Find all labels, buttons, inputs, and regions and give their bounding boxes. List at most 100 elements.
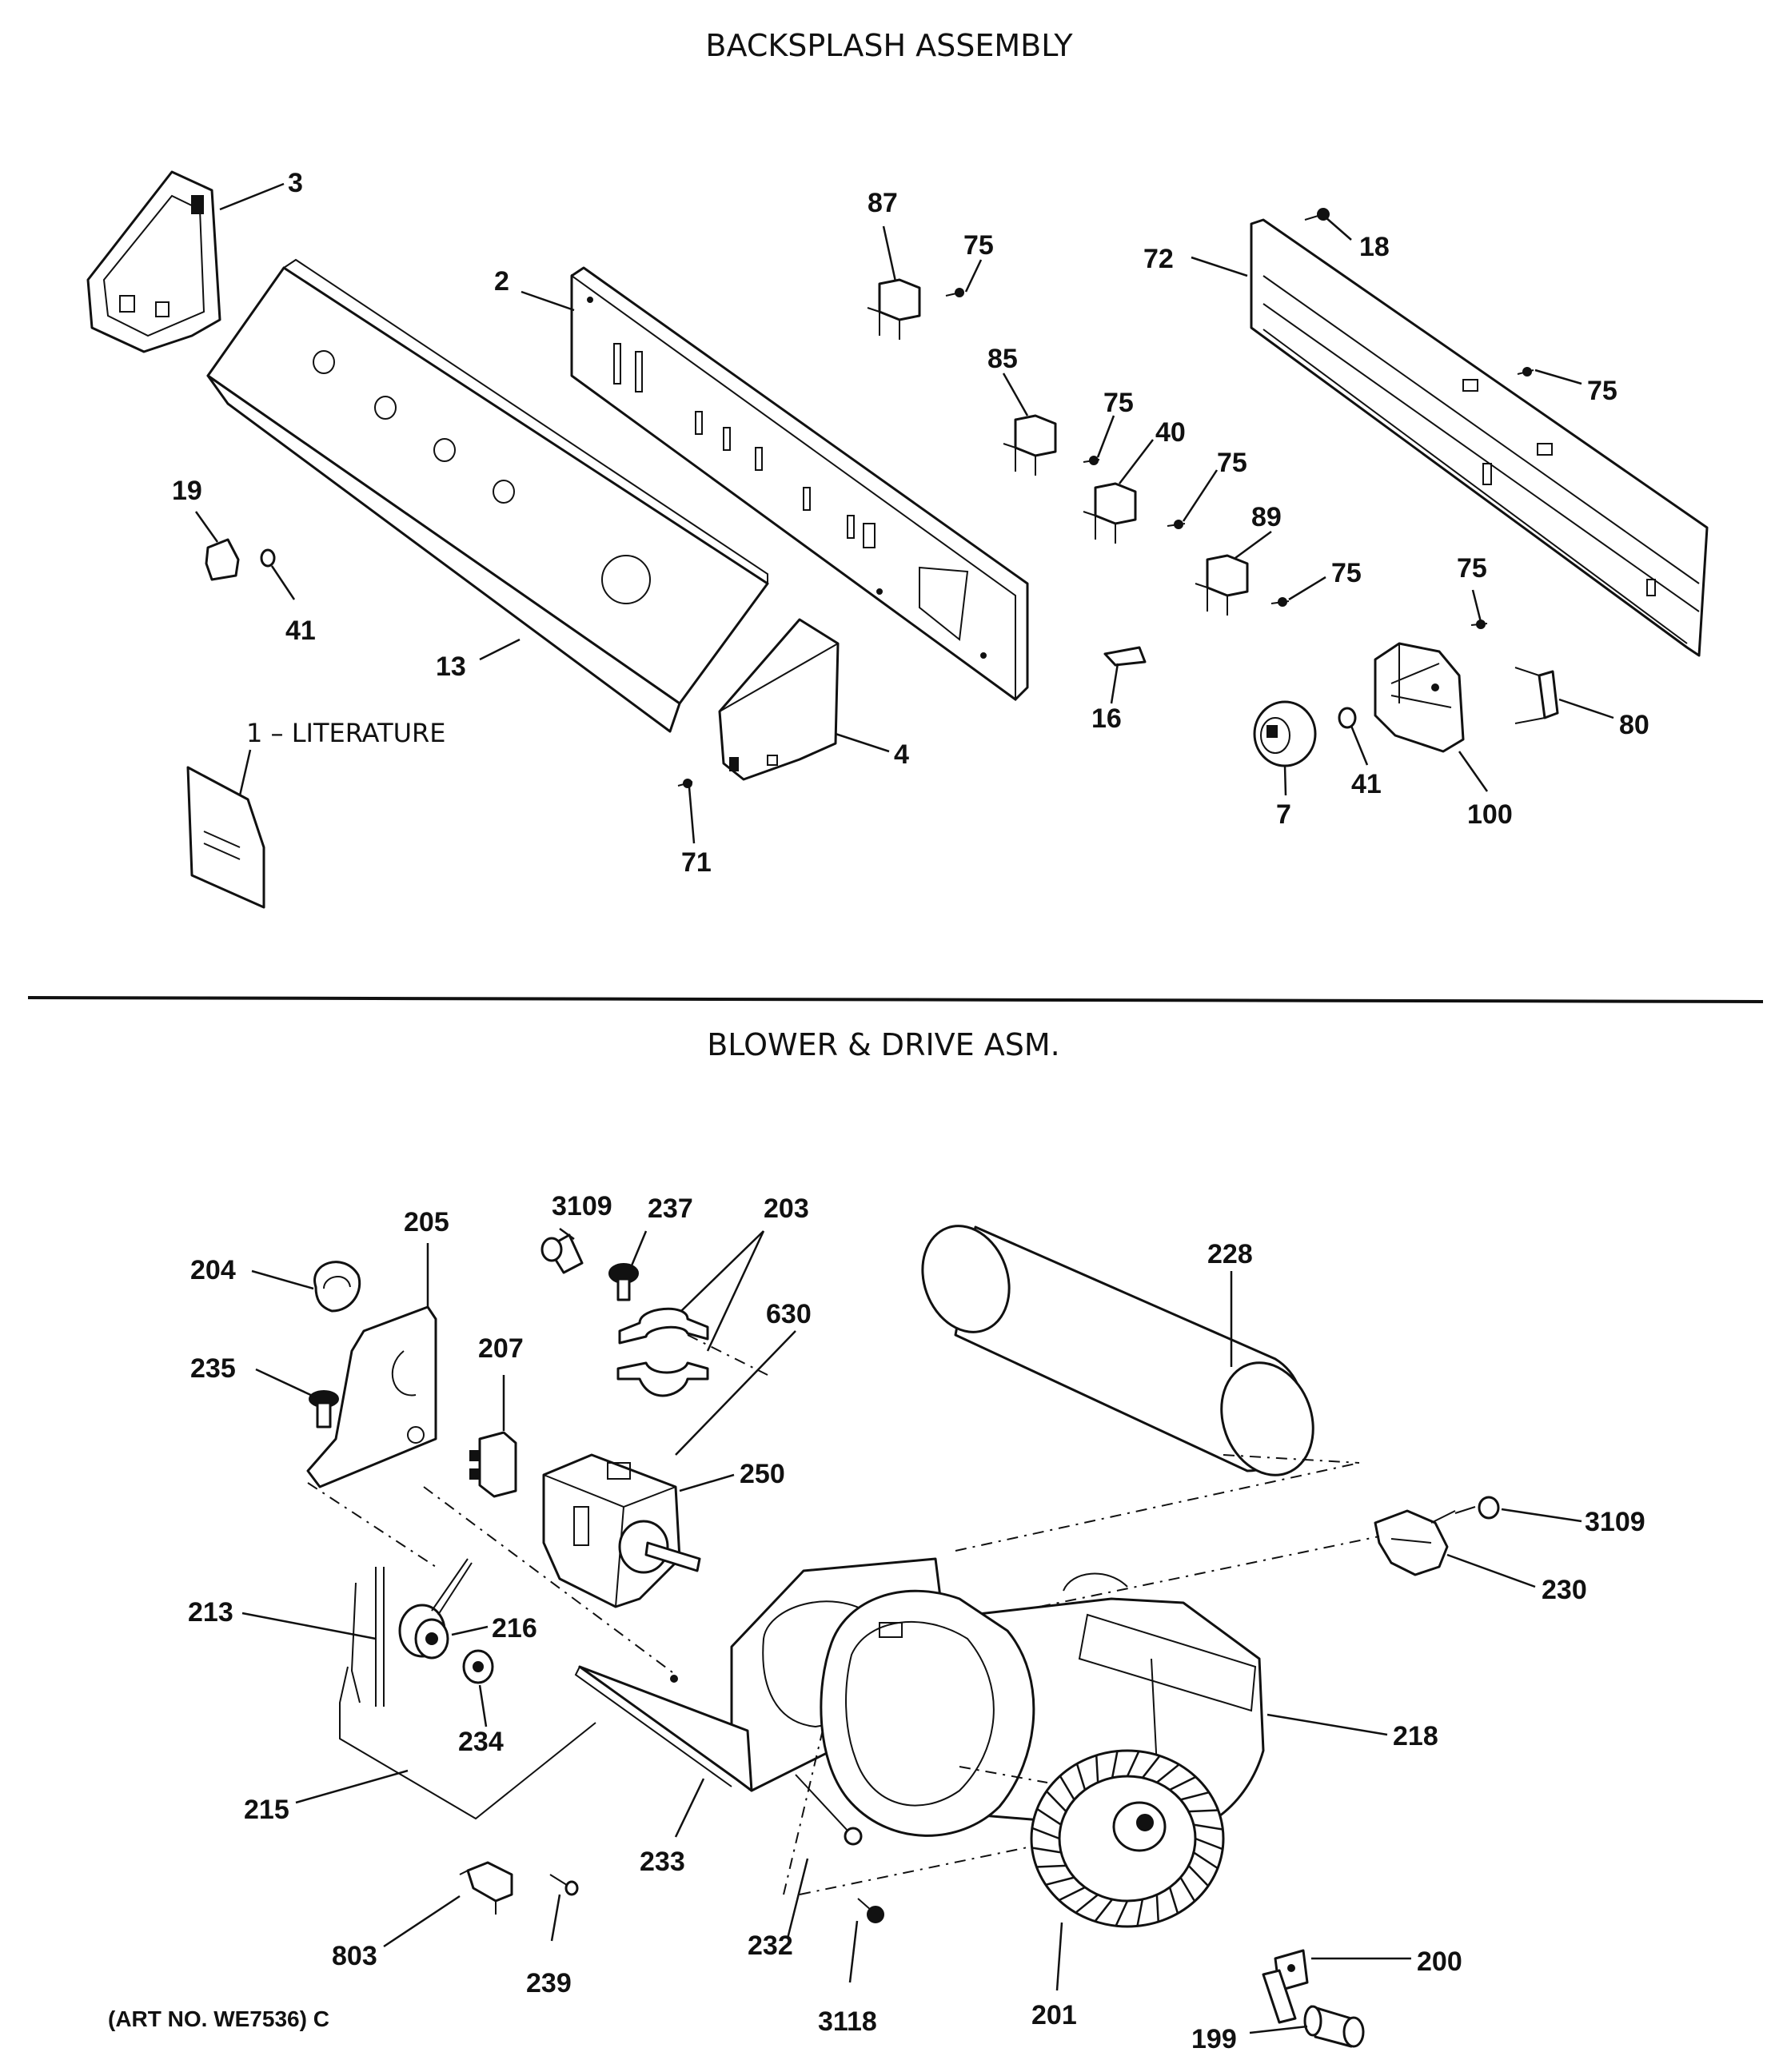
- part-237-screw: [608, 1263, 639, 1301]
- art-number: (ART NO. WE7536) C: [108, 2006, 329, 2031]
- part-100-timer: [1374, 642, 1465, 753]
- callout-71: 71: [681, 847, 712, 878]
- part-232-pin: [795, 1774, 863, 1846]
- blower-wheel-fin: [1187, 1864, 1210, 1887]
- part-19-button: [205, 538, 240, 581]
- callout-3: 3: [288, 168, 303, 198]
- callout-80: 80: [1619, 710, 1649, 740]
- blower-wheel-fin: [1193, 1851, 1219, 1870]
- blower-wheel-fin: [1045, 1876, 1075, 1887]
- callout-234: 234: [458, 1727, 504, 1757]
- blower-wheel-fin: [1058, 1886, 1086, 1902]
- callout-41-b: 41: [1351, 769, 1382, 799]
- callout-233: 233: [640, 1847, 685, 1877]
- blower-wheel-fin: [1036, 1864, 1067, 1868]
- blower-wheel-fin: [1195, 1837, 1223, 1851]
- callout-235: 235: [190, 1353, 236, 1384]
- callout-19: 19: [172, 476, 202, 506]
- callout-18: 18: [1359, 232, 1390, 262]
- blower-wheel-fin: [1193, 1823, 1223, 1831]
- callout-75-b: 75: [1103, 388, 1134, 418]
- blower-wheel-fin: [1111, 1751, 1119, 1779]
- callout-3109-b: 3109: [1585, 1507, 1645, 1537]
- callout-218: 218: [1393, 1721, 1438, 1751]
- part-213-215-rod: [339, 1567, 596, 1820]
- blower-wheel-fin: [1031, 1827, 1060, 1840]
- screw-75-c: [1167, 520, 1186, 529]
- part-203-clamp-b: [616, 1361, 709, 1397]
- callout-203: 203: [764, 1193, 809, 1224]
- callout-213: 213: [188, 1597, 233, 1628]
- part-803-clip: [459, 1861, 513, 1915]
- alignment-lines: [307, 1334, 1380, 1895]
- callout-630: 630: [766, 1299, 812, 1329]
- part-2-backsplash-frame: [570, 266, 1029, 701]
- callout-72: 72: [1143, 244, 1174, 274]
- blower-wheel-fin: [1115, 1900, 1129, 1927]
- callout-13: 13: [436, 651, 466, 682]
- blower-drive-assembly-title: BLOWER & DRIVE ASM.: [707, 1027, 1060, 1062]
- part-85-switch: [1003, 414, 1057, 476]
- part-72-rear-panel: [1250, 218, 1709, 657]
- backsplash-leaders: [194, 182, 1614, 844]
- blower-wheel-fin: [1141, 1755, 1161, 1779]
- part-87-switch: [867, 278, 921, 340]
- part-3109-bulb-a: [540, 1233, 584, 1274]
- part-218-front-ring: [820, 1589, 1035, 1837]
- blower-wheel-fin: [1155, 1895, 1159, 1923]
- part-207-switch: [469, 1431, 517, 1498]
- part-201-blower-wheel: [1030, 1749, 1225, 1928]
- callout-100: 100: [1467, 799, 1513, 830]
- callout-87: 87: [868, 188, 898, 218]
- blower-wheel-fin: [1126, 1751, 1140, 1777]
- blower-wheel-fin: [1169, 1775, 1197, 1791]
- callout-75-e: 75: [1457, 553, 1487, 584]
- blower-wheel-fin: [1180, 1791, 1210, 1801]
- part-13-control-panel: [206, 258, 769, 733]
- callout-2: 2: [494, 266, 509, 297]
- blower-wheel-fin: [1156, 1763, 1180, 1783]
- callout-41-a: 41: [285, 616, 316, 646]
- callout-207: 207: [478, 1333, 524, 1364]
- callout-239: 239: [526, 1968, 572, 1998]
- callout-230: 230: [1542, 1575, 1587, 1605]
- screw-75-e: [1470, 620, 1488, 629]
- blower-wheel-fin: [1045, 1790, 1067, 1813]
- part-41-spring-a: [260, 548, 276, 568]
- part-203-clamp-a: [618, 1307, 709, 1345]
- callout-75-a: 75: [963, 230, 994, 261]
- callout-237: 237: [648, 1193, 693, 1224]
- part-41-spring-b: [1338, 707, 1357, 729]
- part-80-harness: [1514, 667, 1559, 724]
- part-199-bushing: [1303, 2005, 1365, 2048]
- screw-75-d: [1270, 597, 1290, 607]
- callout-199: 199: [1191, 2024, 1237, 2054]
- callout-40: 40: [1155, 417, 1186, 448]
- part-230-thermostat: [1374, 1509, 1456, 1576]
- literature-label: 1 – LITERATURE: [246, 718, 446, 748]
- callout-89: 89: [1251, 502, 1282, 532]
- blower-wheel-fin: [1188, 1809, 1219, 1813]
- part-239-screw: [549, 1874, 579, 1896]
- blower-wheel-fin: [1168, 1887, 1179, 1914]
- callout-232: 232: [748, 1931, 793, 1961]
- part-40-switch: [1083, 482, 1137, 544]
- screw-75-a: [945, 288, 964, 297]
- part-234-bushing: [462, 1649, 494, 1684]
- blower-wheel-fin: [1095, 1755, 1099, 1783]
- blower-wheel-fin: [1075, 1894, 1099, 1914]
- callout-200: 200: [1417, 1946, 1462, 1977]
- blower-wheel-fin: [1094, 1899, 1114, 1923]
- part-16-clip: [1103, 646, 1147, 667]
- screw-71: [677, 779, 693, 788]
- part-4-end-cap: [718, 618, 840, 781]
- part-3109-screw-b: [1454, 1496, 1500, 1520]
- blower-wheel-fin: [1136, 1899, 1144, 1927]
- part-235-bolt: [309, 1390, 339, 1428]
- callout-75-c: 75: [1217, 448, 1247, 478]
- part-7-knob: [1253, 700, 1317, 767]
- blower-wheel-fin: [1036, 1807, 1062, 1826]
- callout-201: 201: [1031, 2000, 1077, 2030]
- callout-16: 16: [1091, 703, 1122, 734]
